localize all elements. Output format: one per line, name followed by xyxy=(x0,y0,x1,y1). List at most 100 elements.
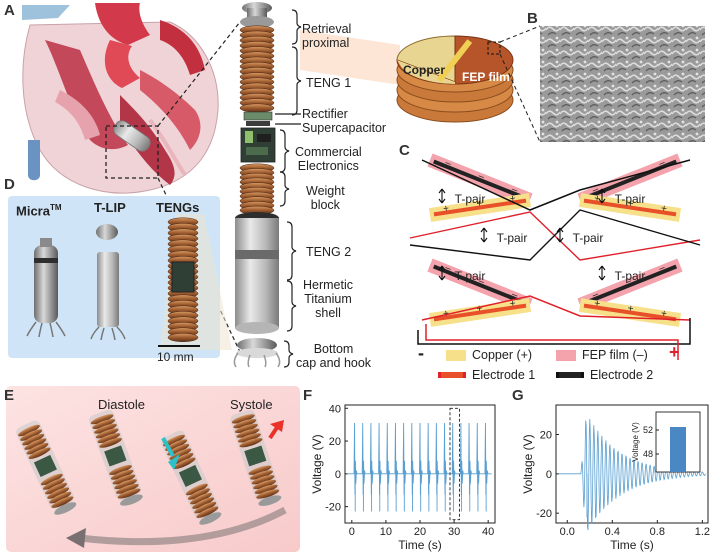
legend-fep: FEP film (–) xyxy=(556,348,648,362)
strip-charge: – xyxy=(657,157,667,169)
label-electronics-line1: Commercial xyxy=(295,145,362,159)
legend-electrode1-swatch xyxy=(438,372,466,378)
zoom-box xyxy=(105,125,159,179)
label-weight-line1: Weight xyxy=(306,184,345,198)
coil-disk xyxy=(167,333,199,342)
label-teng2: TENG 2 xyxy=(306,245,352,259)
teng1-coil xyxy=(239,25,275,113)
device-coil-disk xyxy=(250,470,273,480)
tpair-arrow xyxy=(598,265,606,281)
label-bottom-line1: Bottom xyxy=(313,342,354,356)
inset-y-tick-label: 48 xyxy=(643,449,653,459)
wire-red-mid xyxy=(409,211,701,261)
device-coil-disk xyxy=(187,488,210,500)
device-electronics xyxy=(244,445,267,467)
panel-label-g: G xyxy=(512,387,524,404)
voltage-trace xyxy=(558,418,706,531)
tpair-label: T-pair xyxy=(615,269,646,283)
strip-charge: + xyxy=(593,298,601,310)
cardiac-cycle-illustration xyxy=(16,409,282,525)
wire-bus-red xyxy=(425,324,679,360)
device-coil-disk xyxy=(185,483,208,496)
x-tick-label: 20 xyxy=(414,526,426,538)
y-tick-label: 0 xyxy=(335,469,341,481)
device-coil-disk xyxy=(162,434,185,447)
device-annotations xyxy=(275,9,302,368)
device-cap xyxy=(54,502,77,515)
legend-electrode2: Electrode 2 xyxy=(556,368,653,382)
label-tengs: TENGs xyxy=(156,200,200,215)
device-coil-disk xyxy=(42,478,65,490)
device-coil-disk xyxy=(28,447,51,459)
cycle-device xyxy=(16,420,77,515)
x-tick-label: 1.2 xyxy=(695,526,710,538)
device-electronics xyxy=(33,454,57,477)
strip-electrode xyxy=(432,264,528,306)
device-coil-disk xyxy=(97,433,121,444)
label-weight-block: Weight block xyxy=(306,184,345,212)
panel-label-d: D xyxy=(4,176,15,193)
device-coil-disk xyxy=(173,457,196,469)
label-bottom-cap: Bottom cap and hook xyxy=(296,342,371,370)
tpair-label: T-pair xyxy=(455,269,486,283)
device-coil-disk xyxy=(17,424,40,437)
device-coil-disk xyxy=(254,484,278,494)
label-teng1: TENG 1 xyxy=(306,76,352,90)
label-retrieval-line2: proximal xyxy=(302,36,350,50)
device-cap xyxy=(258,495,282,506)
device-coil-disk xyxy=(233,418,257,429)
device-coil-disk xyxy=(253,479,277,490)
panel-e-background xyxy=(6,386,300,552)
label-bottom-line2: cap and hook xyxy=(296,356,372,370)
x-tick-label: 10 xyxy=(380,526,392,538)
device-coil-disk xyxy=(251,475,275,485)
panel-label-c: C xyxy=(399,142,410,159)
device-coil-disk xyxy=(49,491,72,504)
strip-electrode xyxy=(432,159,528,201)
device-coil-disk xyxy=(92,419,116,429)
strip-charge: + xyxy=(476,198,484,210)
label-shell: Hermetic Titanium shell xyxy=(303,278,353,320)
device-coil-disk xyxy=(24,438,47,450)
device-coil-disk xyxy=(190,492,212,505)
strip-charge: – xyxy=(477,171,487,183)
x-tick-label: 40 xyxy=(482,526,494,538)
device-coil-disk xyxy=(51,496,74,508)
x-axis-label: Time (s) xyxy=(398,538,442,552)
legend-electrode1: Electrode 1 xyxy=(438,368,535,382)
device-coil-disk xyxy=(231,414,255,424)
highlight-window xyxy=(449,407,460,521)
tpair-label: T-pair xyxy=(615,192,646,206)
device-coil-disk xyxy=(110,469,134,480)
strip-electrode xyxy=(433,303,527,322)
strip-charge: + xyxy=(442,203,450,215)
panel-label-f: F xyxy=(303,387,313,404)
cycle-device xyxy=(161,430,222,525)
strip-charge: + xyxy=(509,298,517,310)
tpair-arrow xyxy=(438,265,446,281)
strip-charge: – xyxy=(591,289,601,301)
y-tick-label: 0 xyxy=(546,469,552,481)
device-electronics xyxy=(178,464,202,487)
implant-in-heart xyxy=(113,120,151,152)
inset-bar xyxy=(670,427,686,472)
strip-charge: – xyxy=(443,262,453,274)
strip-electrode xyxy=(582,264,678,306)
strip-charge: – xyxy=(657,262,667,274)
strip-charge: + xyxy=(593,193,601,205)
x-axis-label: Time (s) xyxy=(610,538,654,552)
tengs-stack xyxy=(167,217,199,342)
x-tick-label: 0 xyxy=(349,526,355,538)
label-systole: Systole xyxy=(230,397,273,412)
label-micra: MicraTM xyxy=(16,201,62,218)
teng-strip: ––– xyxy=(427,153,533,207)
device-coil-disk xyxy=(192,497,215,509)
device-coil-disk xyxy=(40,473,63,486)
label-micra-text: Micra xyxy=(16,203,50,219)
device-coil-disk xyxy=(22,433,45,446)
device-coil-disk xyxy=(239,437,263,448)
strip-charge: – xyxy=(510,184,520,196)
